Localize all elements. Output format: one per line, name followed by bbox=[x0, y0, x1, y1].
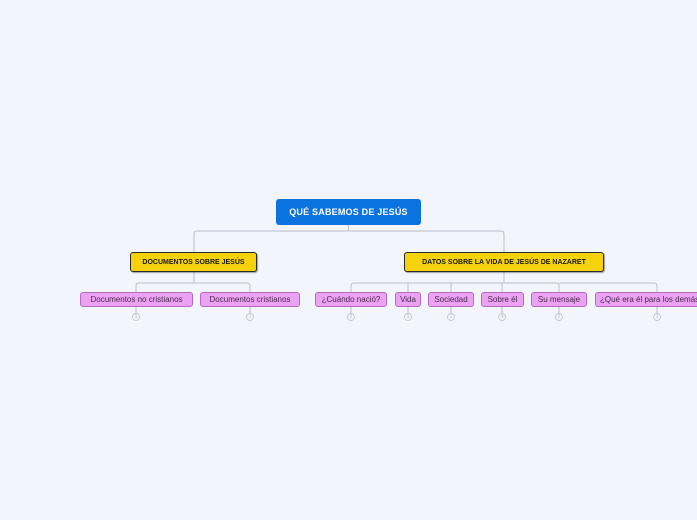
collapse-count-badge[interactable]: 1 bbox=[404, 313, 412, 321]
subtopic-sociedad[interactable]: Sociedad bbox=[428, 292, 474, 307]
subtopic-documentos-no-cristianos[interactable]: Documentos no cristianos bbox=[80, 292, 193, 307]
collapse-count-badge[interactable]: 1 bbox=[653, 313, 661, 321]
subtopic-cuando-nacio[interactable]: ¿Cuándo nació? bbox=[315, 292, 387, 307]
collapse-count-badge[interactable]: 1 bbox=[132, 313, 140, 321]
collapse-count-badge[interactable]: 1 bbox=[447, 313, 455, 321]
connector-branch-2-sub-1 bbox=[350, 272, 505, 292]
subtopic-documentos-cristianos[interactable]: Documentos cristianos bbox=[200, 292, 300, 307]
connector-branch-2-sub-6 bbox=[559, 282, 658, 292]
collapse-count-badge[interactable]: 1 bbox=[246, 313, 254, 321]
collapse-count-badge[interactable]: 2 bbox=[555, 313, 563, 321]
root-topic[interactable]: QUÉ SABEMOS DE JESÚS bbox=[276, 199, 421, 225]
subtopic-sobre-el[interactable]: Sobre él bbox=[481, 292, 524, 307]
main-topic-documentos[interactable]: DOCUMENTOS SOBRE JESÚS bbox=[130, 252, 257, 272]
subtopic-vida[interactable]: Vida bbox=[395, 292, 421, 307]
connector-branch-1-sub-2 bbox=[194, 282, 251, 292]
main-topic-datos-vida[interactable]: DATOS SOBRE LA VIDA DE JESÚS DE NAZARET bbox=[404, 252, 604, 272]
collapse-count-badge[interactable]: 2 bbox=[347, 313, 355, 321]
collapse-count-badge[interactable]: 4 bbox=[498, 313, 506, 321]
subtopic-su-mensaje[interactable]: Su mensaje bbox=[531, 292, 587, 307]
connector-branch-1-sub-1 bbox=[135, 272, 195, 292]
connector-root-branch-2 bbox=[348, 230, 505, 252]
connector-root-branch-1 bbox=[193, 225, 349, 252]
subtopic-que-era-el[interactable]: ¿Qué era él para los demás? bbox=[595, 292, 697, 307]
connector-branch-2-sub-5 bbox=[504, 282, 560, 292]
